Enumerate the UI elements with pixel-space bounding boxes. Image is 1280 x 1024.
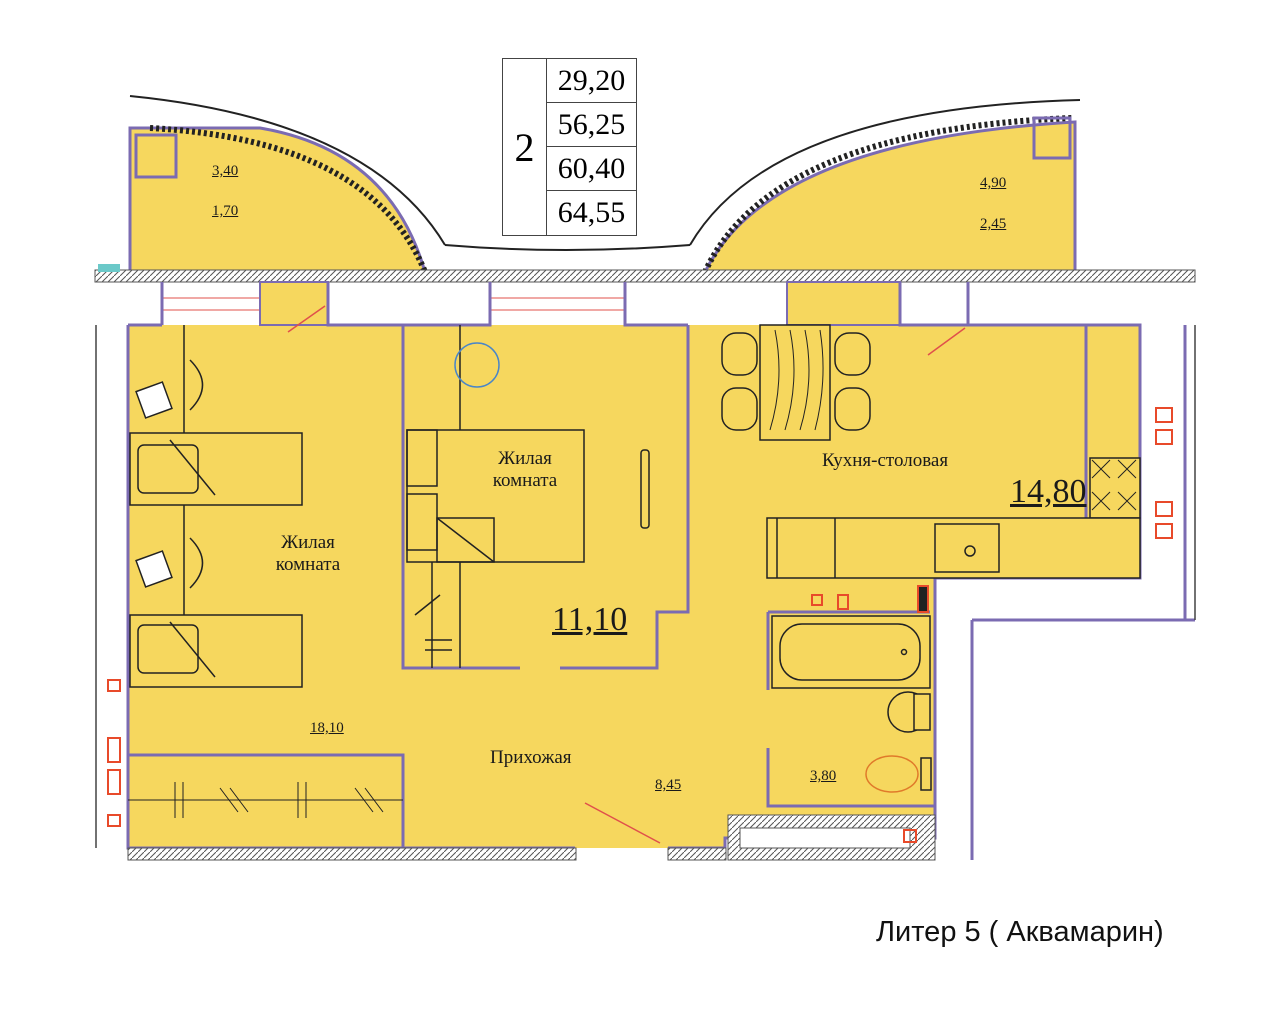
frame-lines	[95, 325, 1196, 848]
balcony-left	[128, 95, 446, 274]
bedroom-center-name: Жилая комната	[475, 448, 575, 492]
balcony-left-area: 3,40	[212, 163, 239, 179]
bottom-wall-right	[667, 847, 727, 861]
bedroom-center-area: 11,10	[552, 601, 628, 638]
balcony-left-area-reduced: 1,70	[212, 203, 239, 219]
facade-wall	[94, 269, 1196, 283]
hallway-area: 8,45	[655, 777, 682, 793]
facade-marker	[98, 264, 120, 272]
total-area-with-balconies-value: 64,55	[557, 195, 626, 229]
bottom-wall	[127, 847, 577, 861]
rooms-count: 2	[503, 59, 547, 235]
sockets	[107, 407, 1173, 843]
kitchen-name: Кухня-столовая	[822, 450, 949, 471]
dining-table	[721, 324, 871, 441]
toilet-icon	[865, 755, 919, 793]
total-area-value: 56,25	[547, 103, 636, 147]
kitchen-area: 14,80	[1010, 473, 1087, 510]
ceiling-light-icon	[454, 342, 500, 388]
walls	[126, 282, 1195, 860]
bedroom-left-name: Жилая комната	[258, 532, 358, 576]
kitchen-counter	[766, 457, 1141, 579]
hallway-name: Прихожая	[490, 747, 572, 768]
bedroom-left-area: 18,10	[310, 720, 344, 736]
balcony-right-area: 4,90	[980, 175, 1007, 191]
vent-block	[918, 586, 928, 612]
bathroom-area: 3,80	[810, 768, 837, 784]
living-area-value: 29,20	[547, 59, 636, 103]
bedroom-center-furniture	[406, 325, 650, 668]
bedroom-left-name-line1: Жилая	[281, 532, 335, 553]
bedroom-center-name-line2: комната	[492, 469, 558, 491]
apartment-floor	[128, 325, 1140, 848]
nightstand-icons	[135, 381, 173, 588]
facade-curve-between	[444, 244, 691, 251]
building-caption: Литер 5 ( Аквамарин)	[876, 916, 1164, 948]
door-marks	[287, 305, 966, 844]
vent-outline	[917, 585, 929, 613]
area-summary-table: 2 29,20 56,25 60,40 64,55	[502, 58, 637, 236]
shaft-opening	[739, 827, 911, 849]
bedroom-left-furniture	[129, 325, 303, 688]
total-area-with-reduced-balconies-value: 60,40	[547, 147, 636, 191]
bathroom-fixtures	[771, 615, 932, 791]
bedroom-left-name-line2: комната	[275, 553, 341, 575]
balcony-right	[689, 99, 1081, 274]
balcony-right-area-reduced: 2,45	[980, 216, 1007, 232]
hall-wardrobe	[128, 782, 403, 818]
bedroom-center-name-line1: Жилая	[498, 448, 552, 469]
wall-piers	[259, 281, 901, 326]
